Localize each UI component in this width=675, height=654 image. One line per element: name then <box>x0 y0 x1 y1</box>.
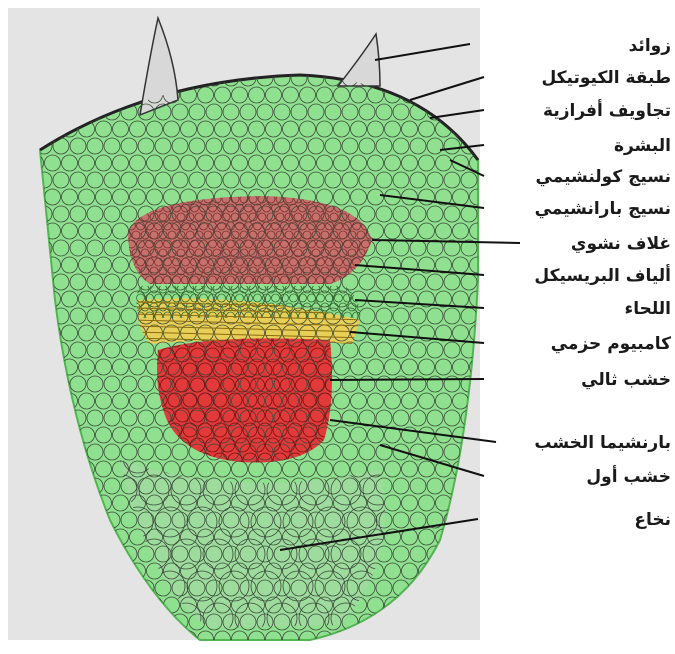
cell <box>402 645 410 650</box>
cell <box>465 645 473 650</box>
cell <box>267 645 275 650</box>
cell <box>375 645 383 650</box>
cell <box>24 645 32 650</box>
cell <box>78 645 86 650</box>
cell <box>69 645 77 650</box>
cell <box>132 645 140 650</box>
cell <box>96 645 104 650</box>
cell <box>42 645 50 650</box>
cell <box>312 645 320 650</box>
cell <box>456 645 464 650</box>
cell <box>231 645 239 650</box>
cell <box>420 645 428 650</box>
cell <box>6 645 14 650</box>
cell <box>168 645 176 650</box>
cell <box>348 645 356 650</box>
cell <box>438 645 446 650</box>
cell <box>384 645 392 650</box>
cell <box>474 645 482 650</box>
cell <box>33 645 41 650</box>
cell <box>411 645 419 650</box>
cell <box>195 645 203 650</box>
cell <box>15 645 23 650</box>
cell <box>177 645 185 650</box>
cell <box>339 645 347 650</box>
cell <box>258 645 266 650</box>
cell <box>330 645 338 650</box>
cell <box>366 645 374 650</box>
cell <box>357 645 365 650</box>
cell <box>204 645 212 650</box>
cell <box>393 645 401 650</box>
cell <box>285 645 293 650</box>
cell <box>240 645 248 650</box>
cell <box>186 645 194 650</box>
cell <box>114 645 122 650</box>
cell <box>213 645 221 650</box>
cell <box>294 645 302 650</box>
cell <box>276 645 284 650</box>
cell <box>159 645 167 650</box>
cell <box>51 645 59 650</box>
cell <box>60 645 68 650</box>
cell <box>222 645 230 650</box>
cell <box>249 645 257 650</box>
cell <box>87 645 95 650</box>
cell <box>429 645 437 650</box>
cell <box>105 645 113 650</box>
cell <box>150 645 158 650</box>
cell <box>321 645 329 650</box>
cell <box>141 645 149 650</box>
cell <box>123 645 131 650</box>
cell <box>303 645 311 650</box>
cell <box>447 645 455 650</box>
